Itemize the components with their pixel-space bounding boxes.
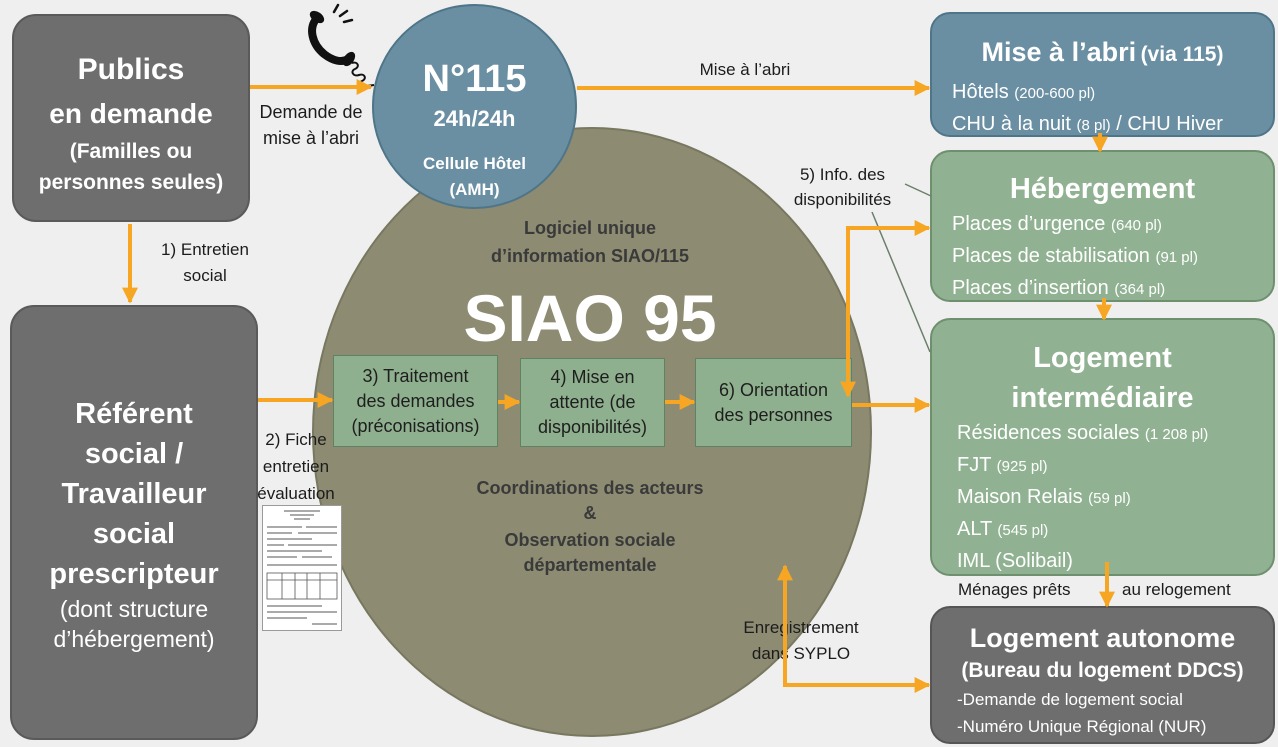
label-syplo-line1: Enregistrement (743, 618, 859, 637)
mise-abri-title-row: Mise à l’abri (via 115) (932, 32, 1273, 77)
siao-coord-line4: départementale (523, 555, 657, 575)
logement-intermediaire-item: FJT (925 pl) (957, 450, 1273, 482)
item-suffix: / CHU Hiver (1116, 113, 1223, 135)
n115-cell-line1: Cellule Hôtel (423, 154, 526, 173)
logement-autonome-subtitle: (Bureau du logement DDCS) (961, 659, 1244, 682)
step-line: disponibilités) (537, 417, 648, 437)
item-capacity: (545 pl) (997, 522, 1049, 539)
step-line: (préconisations) (351, 415, 480, 436)
referent-line6: (dont structure (59, 596, 209, 622)
mise-abri-box: Mise à l’abri (via 115) Hôtels (200-600 … (930, 12, 1275, 137)
label-entretien-line1: 1) Entretien (161, 240, 249, 259)
publics-line2: en demande (49, 98, 213, 129)
mise-abri-item-chu: CHU à la nuit (8 pl) / CHU Hiver (952, 109, 1273, 141)
label-info-line2: disponibilités (793, 190, 892, 209)
label-entretien-line2: social (183, 266, 227, 285)
hebergement-title: Hébergement (1009, 173, 1196, 205)
logement-intermediaire-item: IML (Solibail) (957, 546, 1273, 576)
siao-title: SIAO 95 (463, 281, 717, 355)
mise-abri-item-hotels: Hôtels (200-600 pl) (952, 77, 1273, 109)
referent-line1: Référent (75, 398, 193, 430)
step-line: 3) Traitement (362, 365, 469, 386)
evaluation-form-icon (262, 505, 342, 631)
logement-intermediaire-item: ALT (545 pl) (957, 514, 1273, 546)
siao-coord-line3: Observation sociale (504, 530, 676, 550)
label-syplo-line2: dans SYPLO (751, 644, 851, 663)
item-capacity: (640 pl) (1111, 217, 1162, 234)
label-demande-line2: mise à l’abri (262, 128, 360, 148)
label-menages-right: au relogement (1122, 580, 1231, 599)
siao-coord-line2: & (583, 503, 597, 523)
publics-line3: (Familles ou (69, 140, 193, 163)
step-mise-en-attente-box: 4) Mise en attente (de disponibilités) (520, 358, 665, 447)
label-mise-abri: Mise à l’abri (699, 60, 791, 79)
item-capacity: (925 pl) (996, 458, 1048, 475)
logement-autonome-title: Logement autonome (969, 623, 1236, 653)
item-name: Places d’insertion (952, 277, 1109, 299)
hebergement-item: Places d’urgence (640 pl) (952, 209, 1273, 241)
item-capacity: (200-600 pl) (1014, 85, 1096, 102)
logement-intermediaire-box: Logement intermédiaire Résidences social… (930, 318, 1275, 576)
step-orientation-box: 6) Orientation des personnes (695, 358, 852, 447)
item-name: Maison Relais (957, 486, 1083, 508)
connector-line (871, 211, 931, 353)
mise-abri-title: Mise à l’abri (981, 37, 1137, 67)
hebergement-box: Hébergement Places d’urgence (640 pl) Pl… (930, 150, 1275, 302)
label-info-line1: 5) Info. des (799, 165, 886, 184)
siao-software-line1: Logiciel unique (523, 218, 656, 238)
item-name: FJT (957, 454, 992, 476)
logement-autonome-item: -Demande de logement social (957, 690, 1183, 709)
step-line: des demandes (356, 390, 475, 411)
item-capacity: (91 pl) (1155, 249, 1198, 266)
logement-intermediaire-title-line2: intermédiaire (1011, 382, 1194, 414)
telephone-icon (308, 3, 375, 87)
siao-coord-line1: Coordinations des acteurs (476, 478, 704, 498)
logement-intermediaire-item: Résidences sociales (1 208 pl) (957, 418, 1273, 450)
mise-abri-title-suffix: (via 115) (1140, 43, 1224, 66)
referent-line2: social / (84, 438, 184, 470)
n115-circle: N°115 24h/24h Cellule Hôtel (AMH) (372, 4, 577, 209)
item-name: CHU à la nuit (952, 113, 1071, 135)
siao-software-line2: d’information SIAO/115 (490, 246, 690, 266)
logement-intermediaire-item: Maison Relais (59 pl) (957, 482, 1273, 514)
item-capacity: (364 pl) (1114, 281, 1166, 298)
step-line: des personnes (714, 404, 833, 425)
logement-autonome-item: -Numéro Unique Régional (NUR) (957, 717, 1207, 736)
publics-box: Publics en demande (Familles ou personne… (12, 14, 250, 222)
logement-intermediaire-title-line1: Logement (1033, 342, 1172, 374)
step-traitement-box: 3) Traitement des demandes (préconisatio… (333, 355, 498, 447)
step-line: 6) Orientation (718, 379, 829, 400)
item-capacity: (59 pl) (1088, 490, 1131, 507)
referent-line5: prescripteur (49, 558, 219, 590)
item-name: Hôtels (952, 81, 1009, 103)
item-name: Résidences sociales (957, 422, 1140, 444)
publics-line1: Publics (77, 53, 185, 86)
referent-line7: d’hébergement) (53, 626, 215, 652)
referent-box: Référent social / Travailleur social pre… (10, 305, 258, 740)
label-fiche-line2: entretien (262, 457, 330, 476)
n115-title: N°115 (422, 58, 527, 100)
step-line: attente (de (549, 392, 636, 412)
label-menages-left: Ménages prêts (958, 580, 1071, 599)
n115-cell-line2: (AMH) (449, 180, 500, 199)
item-name: Places de stabilisation (952, 245, 1150, 267)
item-capacity: (8 pl) (1076, 117, 1111, 134)
label-fiche-line3: évaluation (257, 484, 335, 503)
n115-hours: 24h/24h (433, 106, 516, 131)
item-name: IML (Solibail) (957, 550, 1073, 572)
step-line: 4) Mise en (550, 367, 635, 387)
item-capacity: (1 208 pl) (1144, 426, 1209, 443)
hebergement-item: Places de stabilisation (91 pl) (952, 241, 1273, 273)
item-name: Places d’urgence (952, 213, 1106, 235)
logement-autonome-box: Logement autonome (Bureau du logement DD… (930, 606, 1275, 744)
publics-line4: personnes seules) (38, 171, 224, 194)
item-name: ALT (957, 518, 992, 540)
referent-line3: Travailleur (61, 478, 207, 510)
hebergement-item: Places d’insertion (364 pl) (952, 273, 1273, 305)
referent-line4: social (92, 518, 176, 550)
label-demande-line1: Demande de (259, 102, 363, 122)
label-fiche-line1: 2) Fiche (265, 430, 327, 449)
